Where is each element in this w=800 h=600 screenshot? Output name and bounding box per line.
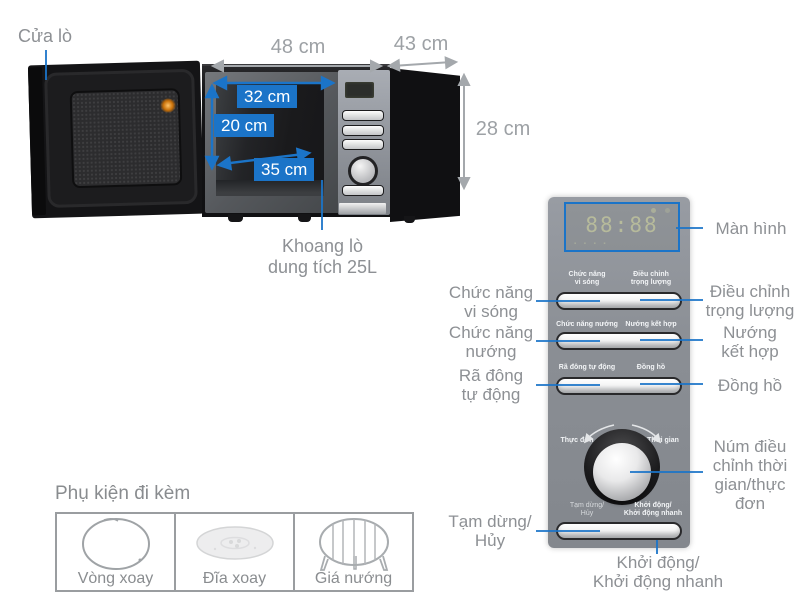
accessory-cell-rack: Giá nướng xyxy=(295,514,412,590)
callout-weight-adjust: Điều chỉnh trọng lượng xyxy=(705,282,795,320)
callout-knob: Núm điều chỉnh thời gian/thực đơn xyxy=(712,437,788,513)
rotating-ring-icon xyxy=(81,517,150,570)
accessory-cell-plate: Đĩa xoay xyxy=(176,514,295,590)
front-control-strip xyxy=(338,70,390,215)
oven-foot xyxy=(228,214,243,222)
panel-button-row-3 xyxy=(556,377,682,395)
callout-clock: Đồng hồ xyxy=(717,376,783,395)
oven-side-panel xyxy=(390,68,460,222)
front-silver-trim xyxy=(339,203,386,214)
dim-box-inner-depth: 35 cm xyxy=(254,158,315,181)
door-hinge xyxy=(27,67,47,216)
panel-label-microwave-function: Chức năng vi sóng xyxy=(568,271,606,286)
panel-button-row-2 xyxy=(556,332,682,350)
grill-rack-icon xyxy=(318,518,389,571)
accessory-cell-ring: Vòng xoay xyxy=(57,514,176,590)
dim-label-width: 48 cm xyxy=(270,36,326,58)
oven-foot xyxy=(298,214,311,222)
panel-label-auto-defrost: Rã đông tự động xyxy=(558,364,616,371)
callout-combi-grill: Nướng kết hợp xyxy=(721,323,779,361)
display-indicator-dot xyxy=(651,208,656,213)
display-mode-marks: ▪ ▪ ▪ ▪ xyxy=(574,241,609,247)
callout-cavity-capacity: Khoang lò dung tích 25L xyxy=(267,236,378,277)
time-menu-knob xyxy=(593,443,651,501)
dim-arrow-28cm xyxy=(457,72,471,191)
panel-button-row-4 xyxy=(556,522,682,540)
front-mini-button-4 xyxy=(342,185,384,196)
panel-label-combi-grill: Nướng kết hợp xyxy=(625,321,677,328)
dim-label-height: 28 cm xyxy=(475,118,531,140)
panel-label-clock: Đồng hồ xyxy=(636,364,666,371)
accessory-label: Đĩa xoay xyxy=(202,570,267,587)
panel-button-row-1 xyxy=(556,292,682,310)
callout-auto-defrost: Rã đông tự động xyxy=(458,366,524,404)
oven-lamp-glow xyxy=(159,98,177,113)
front-mini-button-3 xyxy=(342,139,384,150)
door-frame xyxy=(44,68,198,208)
accessories-title: Phụ kiện đi kèm xyxy=(55,483,191,504)
oven-foot xyxy=(404,216,415,223)
oven-door-image xyxy=(27,60,205,219)
door-mesh-window xyxy=(69,88,183,189)
callout-pause-cancel: Tạm dừng/ Hủy xyxy=(448,512,532,550)
front-mini-button-2 xyxy=(342,125,384,136)
panel-label-grill-function: Chức năng nướng xyxy=(556,321,618,328)
callout-microwave-function: Chức năng vi sóng xyxy=(448,283,534,321)
accessories-table: Vòng xoay Đĩa xoay xyxy=(55,512,414,592)
panel-label-start-quickstart: Khởi động/ Khởi động nhanh xyxy=(623,502,683,517)
front-mini-display xyxy=(345,82,374,98)
accessory-label: Giá nướng xyxy=(314,570,393,587)
callout-start-quickstart: Khởi động/ Khởi động nhanh xyxy=(592,553,724,591)
turntable-plate-icon xyxy=(195,526,274,560)
accessory-label: Vòng xoay xyxy=(77,570,154,587)
oven-cavity-floor xyxy=(216,180,324,196)
dim-box-inner-width: 32 cm xyxy=(237,85,298,108)
callout-door: Cửa lò xyxy=(18,26,73,46)
display-screen: 88:88 ▪ ▪ ▪ ▪ xyxy=(564,202,680,252)
panel-label-pause-cancel: Tạm dừng/ Hủy xyxy=(569,502,605,517)
control-panel: 88:88 ▪ ▪ ▪ ▪ Chức năng vi sóng Điều chỉ… xyxy=(548,197,690,548)
display-digits: 88:88 xyxy=(585,213,659,237)
callout-grill-function: Chức năng nướng xyxy=(448,323,534,361)
dim-label-depth: 43 cm xyxy=(393,33,449,55)
dim-arrow-43cm xyxy=(386,56,459,72)
callout-screen: Màn hình xyxy=(715,219,787,238)
dim-box-inner-height: 20 cm xyxy=(214,114,275,137)
front-mini-knob xyxy=(348,156,378,186)
display-indicator-dot xyxy=(665,208,670,213)
panel-label-weight-adjust: Điều chỉnh trọng lượng xyxy=(630,271,672,286)
front-mini-button-1 xyxy=(342,110,384,121)
